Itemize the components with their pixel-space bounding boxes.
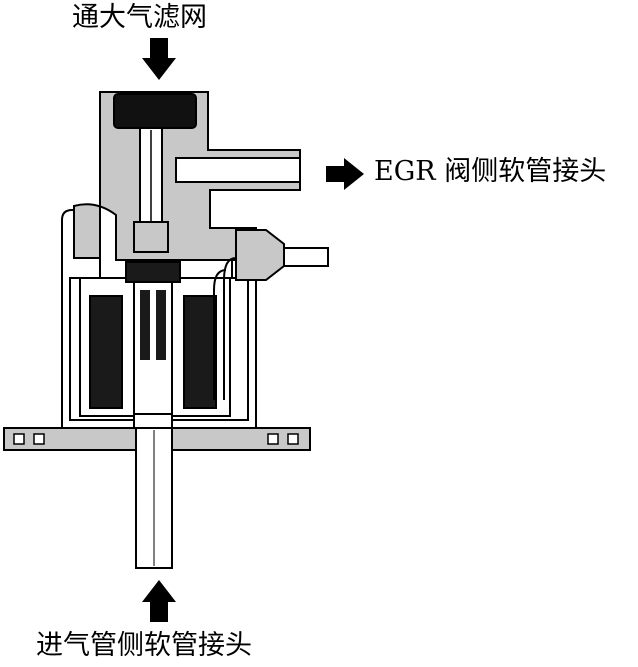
right-arrow: [326, 158, 364, 190]
top-arrow: [142, 38, 176, 80]
intake-manifold-hose-connector-label: 进气管侧软管接头: [36, 630, 252, 661]
intake-outlet-tube: [133, 413, 173, 569]
right-coil: [183, 295, 217, 409]
filter-cap: [113, 93, 197, 129]
atmosphere-filter-label: 通大气滤网: [72, 2, 207, 33]
electrical-connector: [213, 229, 329, 400]
plunger: [125, 261, 181, 415]
valve-stem: [133, 127, 169, 253]
egr-passage: [175, 157, 301, 183]
bottom-arrow: [142, 580, 176, 622]
egr-valve-hose-connector-label: EGR 阀侧软管接头: [374, 156, 607, 187]
left-coil: [89, 295, 123, 409]
